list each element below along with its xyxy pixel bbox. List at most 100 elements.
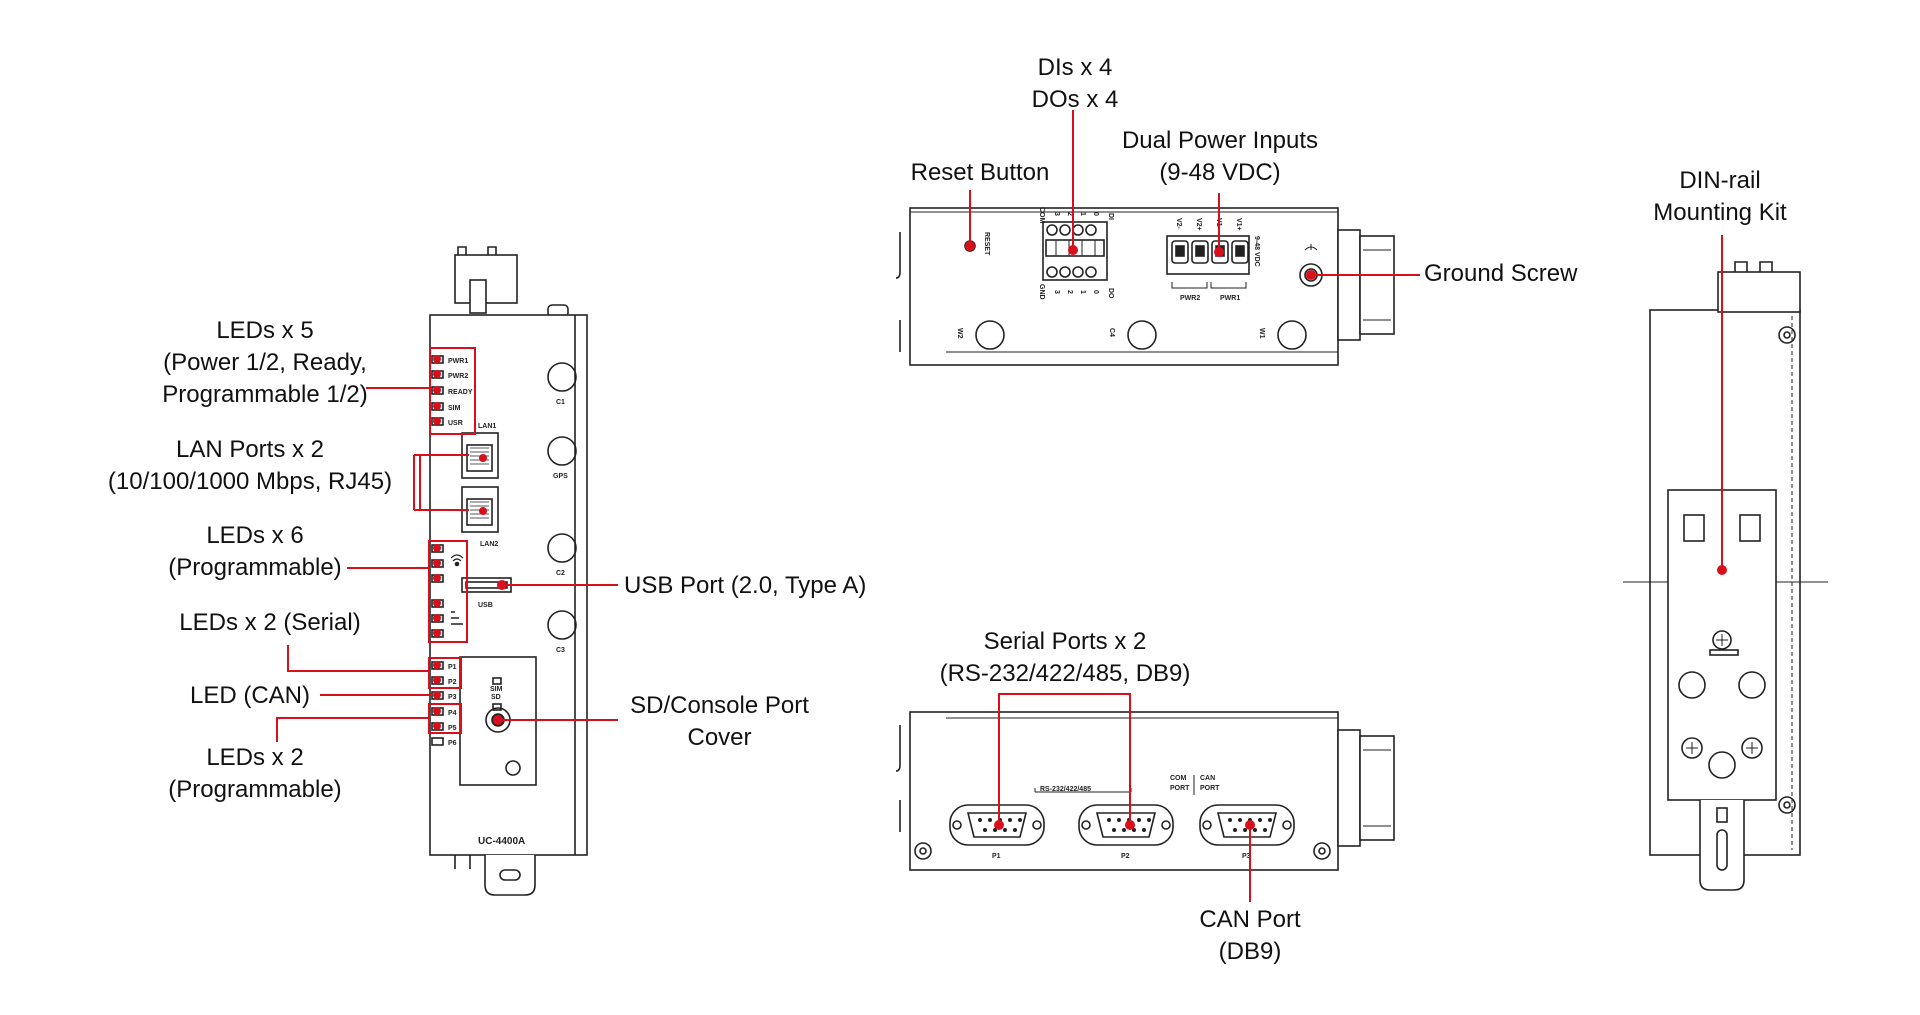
port-name-p1: P1 <box>992 853 1001 860</box>
antenna-label-gps: GPS <box>553 473 568 480</box>
callout-sd-line2: Cover <box>687 724 752 751</box>
antenna-label-w2: W2 <box>956 328 963 339</box>
callout-serial: Serial Ports x 2 (RS-232/422/485, DB9) <box>900 626 1230 690</box>
callout-leds5: LEDs x 5 (Power 1/2, Ready, Programmable… <box>160 315 370 411</box>
port-led-label-p6: P6 <box>448 740 457 747</box>
callout-can-line2: (DB9) <box>1218 938 1282 965</box>
reset-label: RESET <box>983 232 990 256</box>
callout-din: DIN-rail Mounting Kit <box>1620 165 1820 229</box>
callout-leds2-serial: LEDs x 2 (Serial) <box>179 609 361 636</box>
bottom-panel <box>895 711 1395 871</box>
callout-leds2-prog-line1: LEDs x 2 <box>206 744 304 771</box>
can-port-p3 <box>1199 804 1295 846</box>
callout-serial-line2: (RS-232/422/485, DB9) <box>939 660 1191 687</box>
di-num-2: 2 <box>1066 212 1073 216</box>
pin-v2-minus: V2- <box>1175 218 1182 230</box>
antenna-c1 <box>547 362 577 392</box>
callout-power: Dual Power Inputs (9-48 VDC) <box>1100 125 1340 189</box>
pwr1-label: PWR1 <box>1220 295 1240 302</box>
port-name-p3: P3 <box>1242 853 1251 860</box>
antenna-label-c3: C3 <box>556 647 565 654</box>
port-led-label-p5: P5 <box>448 725 457 732</box>
callout-sd-line1: SD/Console Port <box>630 692 809 719</box>
callout-lan-line1: LAN Ports x 2 <box>175 436 325 463</box>
callout-din-line1: DIN-rail <box>1679 167 1761 194</box>
callout-leds5-line3: Programmable 1/2) <box>162 381 368 408</box>
callout-ground: Ground Screw <box>1424 260 1578 287</box>
pin-v2-plus: V2+ <box>1195 218 1202 231</box>
com-port-label-2: PORT <box>1170 785 1190 792</box>
do-label: DO <box>1107 288 1114 299</box>
port-led-label-p1: P1 <box>448 664 457 671</box>
di-num-1: 1 <box>1079 212 1086 216</box>
top-panel-labels: RESET DI DO COM GND 0 1 2 3 0 1 2 3 V2- … <box>956 207 1265 339</box>
antenna-label-c2: C2 <box>556 570 565 577</box>
antenna-c3 <box>547 610 577 640</box>
antenna-c4 <box>1127 320 1157 350</box>
callout-leds6-line1: LEDs x 6 <box>206 522 304 549</box>
callout-dio-line2: DOs x 4 <box>1031 86 1119 113</box>
can-port-label-1: CAN <box>1200 775 1215 782</box>
front-panel-labels: PWR1 PWR2 READY SIM USR LAN1 LAN2 USB C1… <box>448 358 568 847</box>
callout-power-line1: Dual Power Inputs <box>1121 127 1319 154</box>
callout-leds2-prog-line2: (Programmable) <box>168 776 342 803</box>
port-name-p2: P2 <box>1121 853 1130 860</box>
callout-leds6: LEDs x 6 (Programmable) <box>150 520 360 584</box>
antenna-w1 <box>1277 320 1307 350</box>
di-label: DI <box>1107 213 1114 220</box>
can-port-label-2: PORT <box>1200 785 1220 792</box>
callout-dio: DIs x 4 DOs x 4 <box>1000 52 1150 116</box>
antenna-c2 <box>547 533 577 563</box>
callout-usb: USB Port (2.0, Type A) <box>624 572 867 599</box>
callout-leds5-line1: LEDs x 5 <box>216 317 314 344</box>
model-label: UC-4400A <box>478 836 525 847</box>
callout-can-line1: CAN Port <box>1199 906 1301 933</box>
antenna-gps <box>547 436 577 466</box>
vdc-label: 9-48 VDC <box>1253 236 1260 267</box>
callout-lan: LAN Ports x 2 (10/100/1000 Mbps, RJ45) <box>85 434 415 498</box>
lan1-label: LAN1 <box>478 423 496 430</box>
do-num-0: 0 <box>1092 290 1099 294</box>
callout-led-can: LED (CAN) <box>189 682 310 709</box>
usb-label: USB <box>478 602 493 609</box>
antenna-label-w1: W1 <box>1258 328 1265 339</box>
di-num-0: 0 <box>1092 212 1099 216</box>
gnd-label: GND <box>1038 284 1045 300</box>
led-label-ready: READY <box>448 389 473 396</box>
callout-sd: SD/Console Port Cover <box>612 690 827 754</box>
antenna-label-c1: C1 <box>556 399 565 406</box>
do-num-2: 2 <box>1066 290 1073 294</box>
callout-lines <box>276 110 1727 902</box>
serial-port-p1 <box>949 804 1045 846</box>
pwr2-label: PWR2 <box>1180 295 1200 302</box>
callout-leds6-line2: (Programmable) <box>168 554 342 581</box>
callout-leds5-line2: (Power 1/2, Ready, <box>163 349 367 376</box>
com-label: COM <box>1038 207 1045 224</box>
port-led-label-p2: P2 <box>448 679 457 686</box>
callout-leds2-prog: LEDs x 2 (Programmable) <box>150 742 360 806</box>
port-led-label-p3: P3 <box>448 694 457 701</box>
serial-port-p2 <box>1078 804 1174 846</box>
com-port-label-1: COM <box>1170 775 1187 782</box>
antenna-w2 <box>975 320 1005 350</box>
do-num-1: 1 <box>1079 290 1086 294</box>
led-label-pwr1: PWR1 <box>448 358 468 365</box>
callout-can: CAN Port (DB9) <box>1160 904 1340 968</box>
callout-serial-line1: Serial Ports x 2 <box>983 628 1147 655</box>
pin-v1-plus: V1+ <box>1235 218 1242 231</box>
di-num-3: 3 <box>1053 212 1060 216</box>
callout-lan-line2: (10/100/1000 Mbps, RJ45) <box>107 468 393 495</box>
port-led-label-p4: P4 <box>448 710 457 717</box>
led-label-sim: SIM <box>448 405 461 412</box>
callout-reset: Reset Button <box>910 159 1050 186</box>
callout-din-line2: Mounting Kit <box>1653 199 1787 226</box>
led-label-pwr2: PWR2 <box>448 373 468 380</box>
callout-dio-line1: DIs x 4 <box>1037 54 1113 81</box>
do-num-3: 3 <box>1053 290 1060 294</box>
sim-label: SIM <box>490 686 503 693</box>
bottom-panel-labels: RS-232/422/485 COM PORT CAN PORT P1 P2 P… <box>992 775 1251 860</box>
callout-power-line2: (9-48 VDC) <box>1159 159 1281 186</box>
antenna-label-c4: C4 <box>1108 328 1115 337</box>
led-label-usr: USR <box>448 420 463 427</box>
